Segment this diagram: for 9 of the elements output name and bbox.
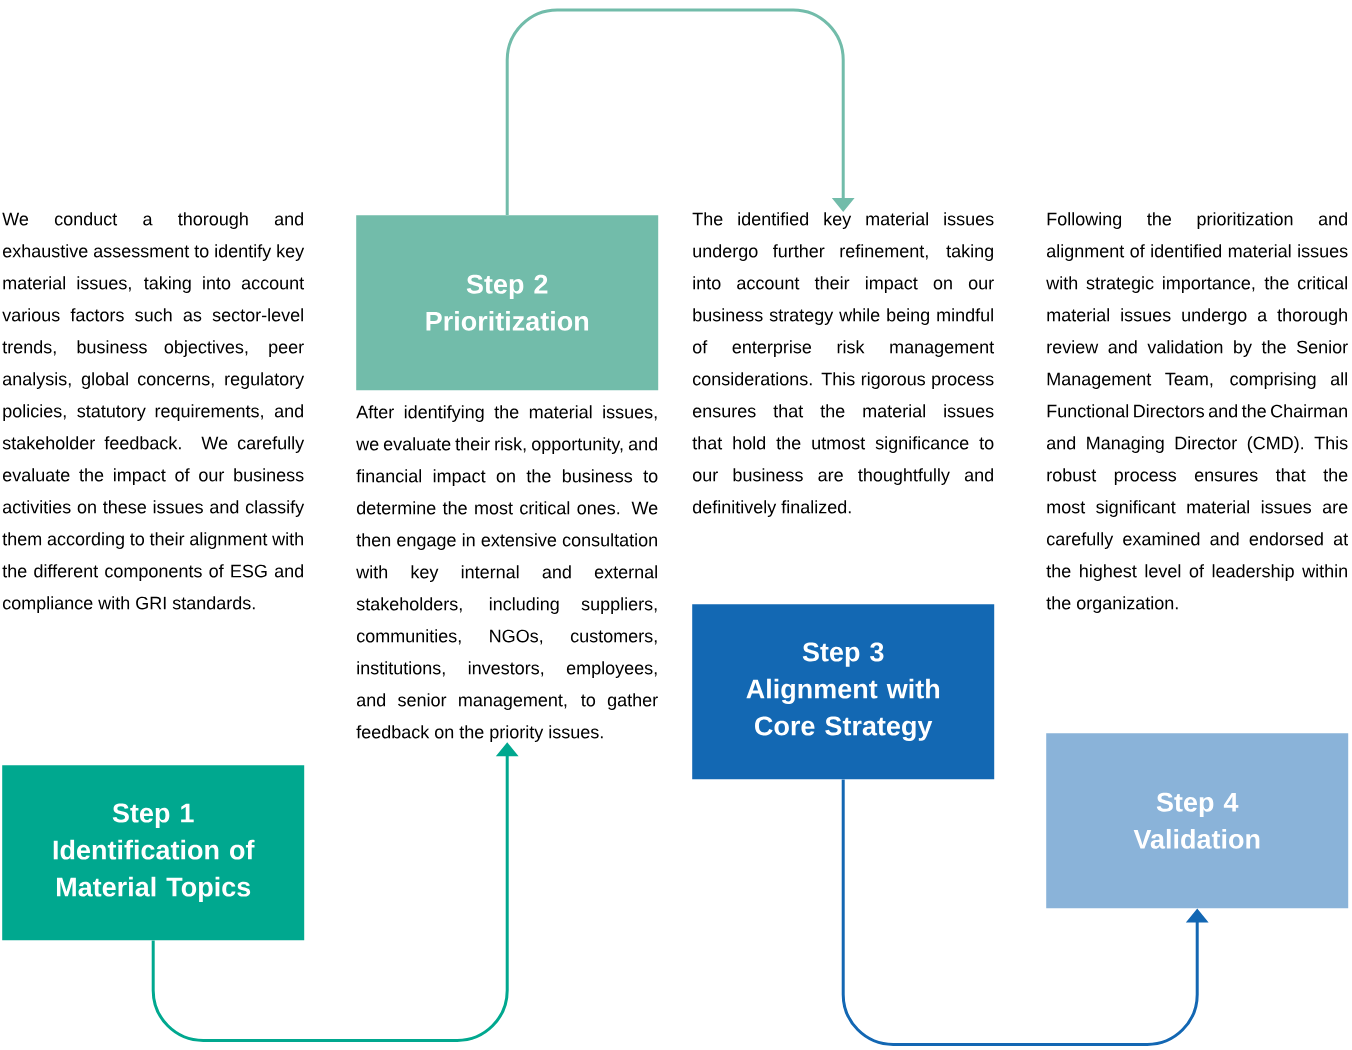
step-box: Step 1 Identification of Material Topics — [2, 765, 305, 941]
paragraph-text: Following the prioritization and alignment of identified material issues with strategic importance, the critical material issues undergo a thorough review and validation by the Senior Management Team, comprising all Functional Directors and the Chairman and Managing Director (CMD). This robust process ensures that the most significant material issues are carefully examined and endorsed at the highest level of leadership within the organization. — [1046, 212, 1348, 613]
paragraph-text: After identifying the material issues, we evaluate their risk, opportunity, and financial impact on the business to determine the most critical ones. We then engage in extensive consultation with key internal and external stakeholders, including suppliers, communities, NGOs, customers, institutions, investors, employees, and senior management, to gather feedback on the priority issues. — [356, 405, 658, 742]
step-box: Step 2 Prioritization — [356, 215, 659, 391]
paragraph-text: The identified key material issues undergo further refinement, taking into account their impact on our business strategy while being mindful of enterprise risk management considerations. This rigorous process ensures that the material issues that hold the utmost significance to our business are thoughtfully and definitively finalized. — [692, 212, 995, 517]
paragraph-text: We conduct a thorough and exhaustive assessment to identify key material issues, taking into account various factors such as sector-level trends, business objectives, peer analysis, global concerns, regulatory policies, statutory requirements, and stakeholder feedback. We carefully evaluate the impact of our business activities on these issues and classify them according to their alignment with the different components of ESG and compliance with GRI standards. — [2, 212, 305, 613]
step-box: Step 3 Alignment with Core Strategy — [692, 604, 995, 780]
step-box: Step 4 Validation — [1046, 733, 1349, 909]
arrow — [505, 8, 855, 215]
